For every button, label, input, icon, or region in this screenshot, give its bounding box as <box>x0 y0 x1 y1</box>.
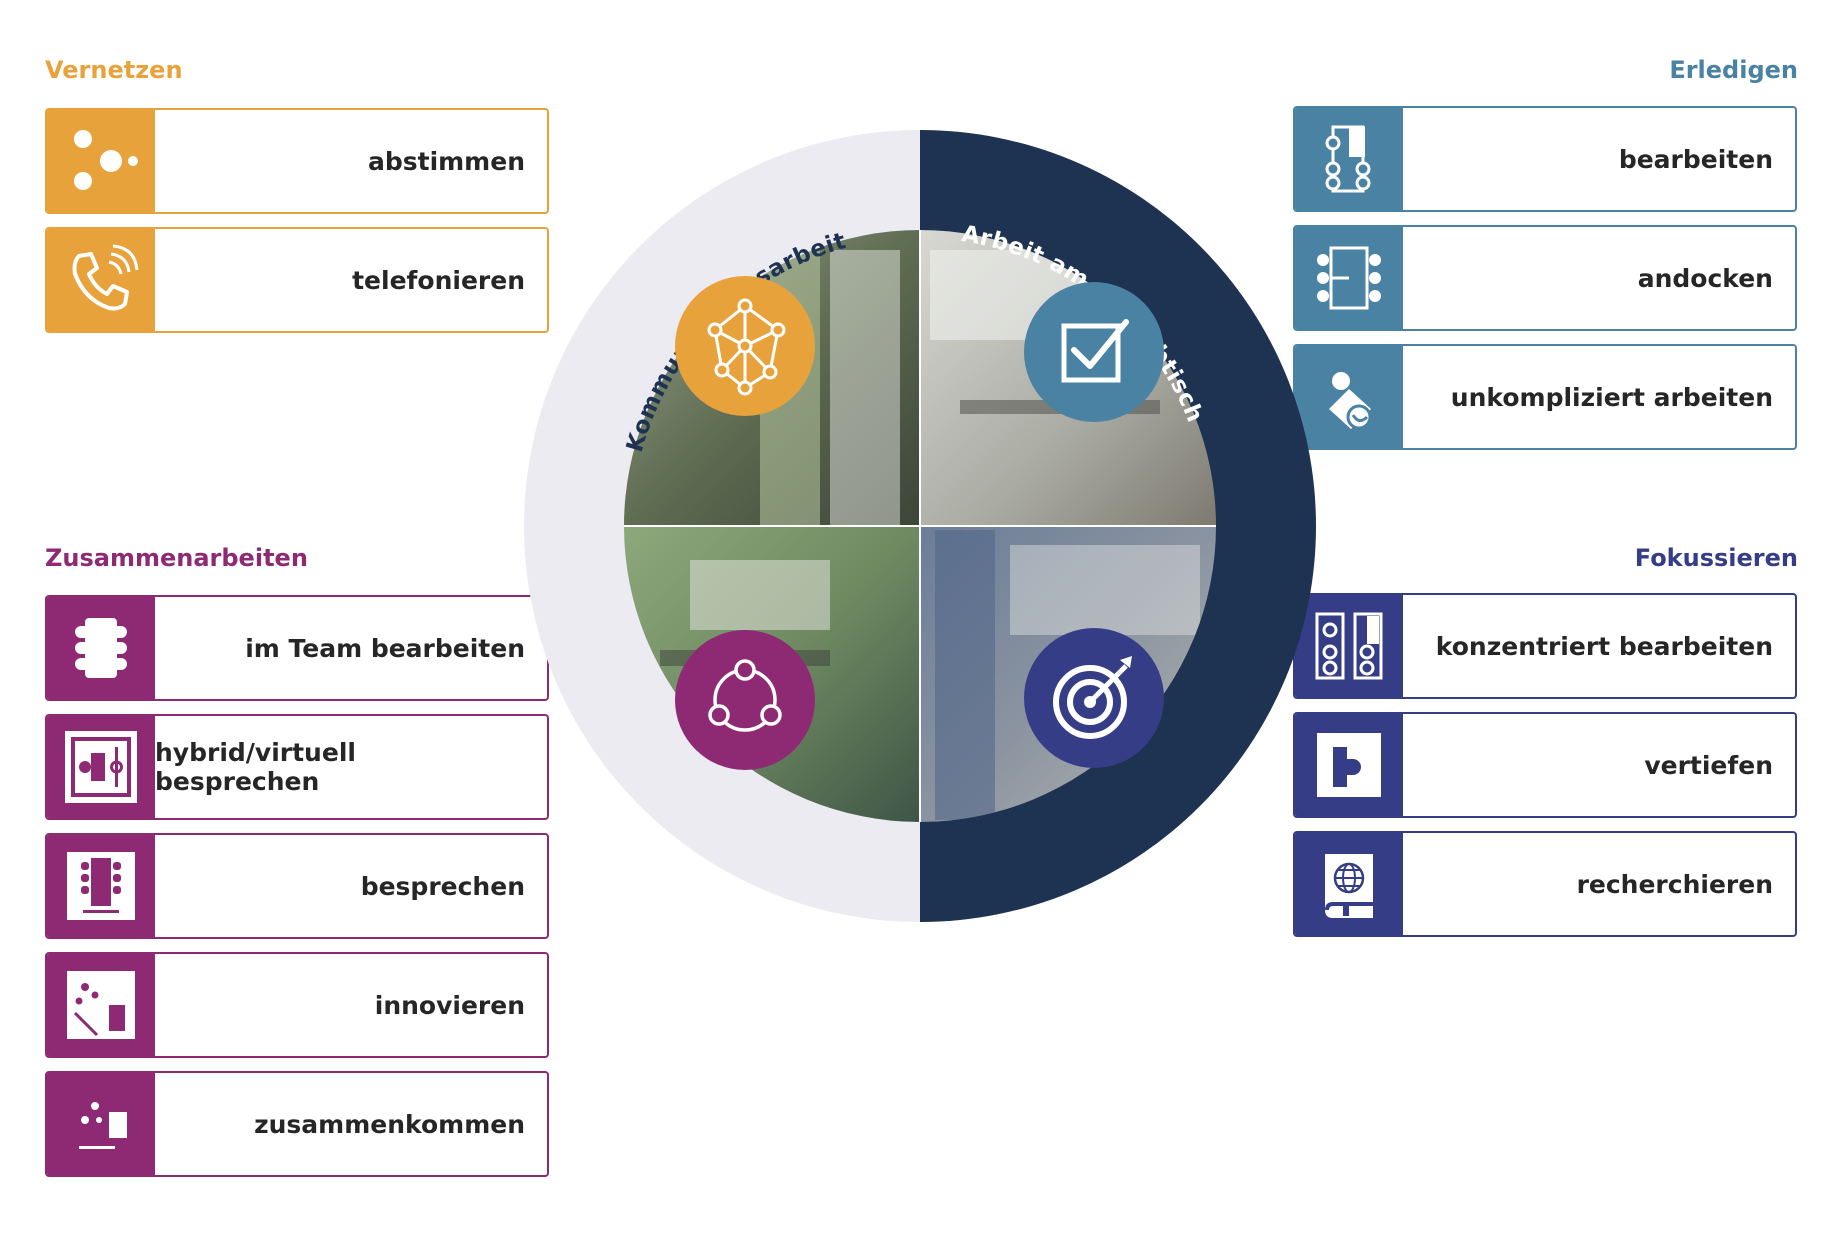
card-unkompliziert-arbeiten[interactable]: unkompliziert arbeiten <box>1293 344 1797 450</box>
card-besprechen[interactable]: besprechen <box>45 833 549 939</box>
group-title-erledigen: Erledigen <box>1669 56 1798 84</box>
lounge-icon <box>1295 346 1403 448</box>
focus-desks-icon <box>1295 595 1403 697</box>
card-hybrid-virtuell-besprechen[interactable]: hybrid/virtuell besprechen <box>45 714 549 820</box>
card-label: hybrid/virtuell besprechen <box>155 738 356 796</box>
card-label: abstimmen <box>367 146 525 176</box>
card-label: besprechen <box>360 871 525 901</box>
gathering-icon <box>47 1073 155 1175</box>
network-icon <box>675 276 815 416</box>
group-title-zusammenarbeiten: Zusammenarbeiten <box>45 544 308 572</box>
card-label: unkompliziert arbeiten <box>1450 382 1773 412</box>
card-label: innovieren <box>374 990 525 1020</box>
target-icon <box>1024 628 1164 768</box>
card-bearbeiten[interactable]: bearbeiten <box>1293 106 1797 212</box>
card-label: bearbeiten <box>1618 144 1773 174</box>
meeting-table-icon <box>47 835 155 937</box>
card-konzentriert-bearbeiten[interactable]: konzentriert bearbeiten <box>1293 593 1797 699</box>
globe-book-icon <box>1295 833 1403 935</box>
card-label: im Team bearbeiten <box>245 633 525 663</box>
dots-cluster-icon <box>47 110 155 212</box>
card-vertiefen[interactable]: vertiefen <box>1293 712 1797 818</box>
collaboration-icon <box>675 630 815 770</box>
card-innovieren[interactable]: innovieren <box>45 952 549 1058</box>
card-andocken[interactable]: andocken <box>1293 225 1797 331</box>
checkbox-icon <box>1024 282 1164 422</box>
card-label: recherchieren <box>1576 869 1773 899</box>
card-label: telefonieren <box>352 265 525 295</box>
card-abstimmen[interactable]: abstimmen <box>45 108 549 214</box>
group-title-fokussieren: Fokussieren <box>1634 544 1798 572</box>
card-label: konzentriert bearbeiten <box>1435 631 1773 661</box>
desk-single-icon <box>1295 108 1403 210</box>
phone-icon <box>47 229 155 331</box>
card-label: andocken <box>1637 263 1773 293</box>
card-telefonieren[interactable]: telefonieren <box>45 227 549 333</box>
desk-dock-icon <box>1295 227 1403 329</box>
group-title-vernetzen: Vernetzen <box>45 56 183 84</box>
innovation-icon <box>47 954 155 1056</box>
card-im-team-bearbeiten[interactable]: im Team bearbeiten <box>45 595 549 701</box>
booth-icon <box>1295 714 1403 816</box>
card-recherchieren[interactable]: recherchieren <box>1293 831 1797 937</box>
card-label: zusammenkommen <box>254 1109 525 1139</box>
card-label: vertiefen <box>1644 750 1773 780</box>
hybrid-meeting-icon <box>47 716 155 818</box>
card-zusammenkommen[interactable]: zusammenkommen <box>45 1071 549 1177</box>
team-table-icon <box>47 597 155 699</box>
